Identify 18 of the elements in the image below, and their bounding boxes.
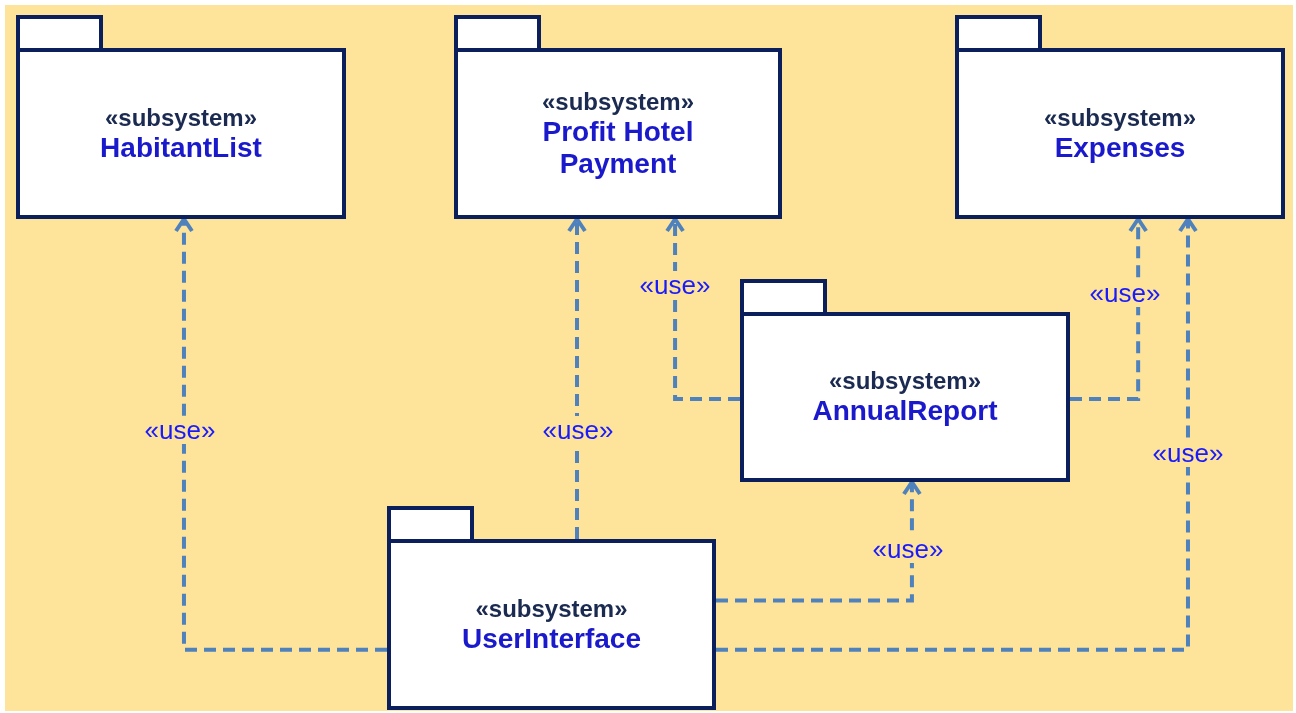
package-name: HabitantList [100,131,262,164]
dependency-arrow [173,217,387,652]
package-name: Expenses [1054,131,1186,164]
dependency-arrow [665,217,740,402]
dependency-arrow [716,217,1198,652]
stereotype-label: «subsystem» [475,594,628,623]
stereotype-label: «subsystem» [104,103,258,132]
package-name: Profit Hotel Payment [541,115,695,180]
stereotype-label: «subsystem» [541,87,695,116]
stereotype-label: «subsystem» [828,367,982,395]
dependency-arrow [1070,217,1149,402]
stereotype-label: «subsystem» [1043,103,1197,132]
dependency-arrow [716,480,922,603]
dependency-arrow [567,217,587,539]
package-name: AnnualReport [812,395,998,427]
package-name: UserInterface [462,622,641,655]
edge-label: «use» [870,535,946,563]
edge-label: «use» [540,416,616,444]
